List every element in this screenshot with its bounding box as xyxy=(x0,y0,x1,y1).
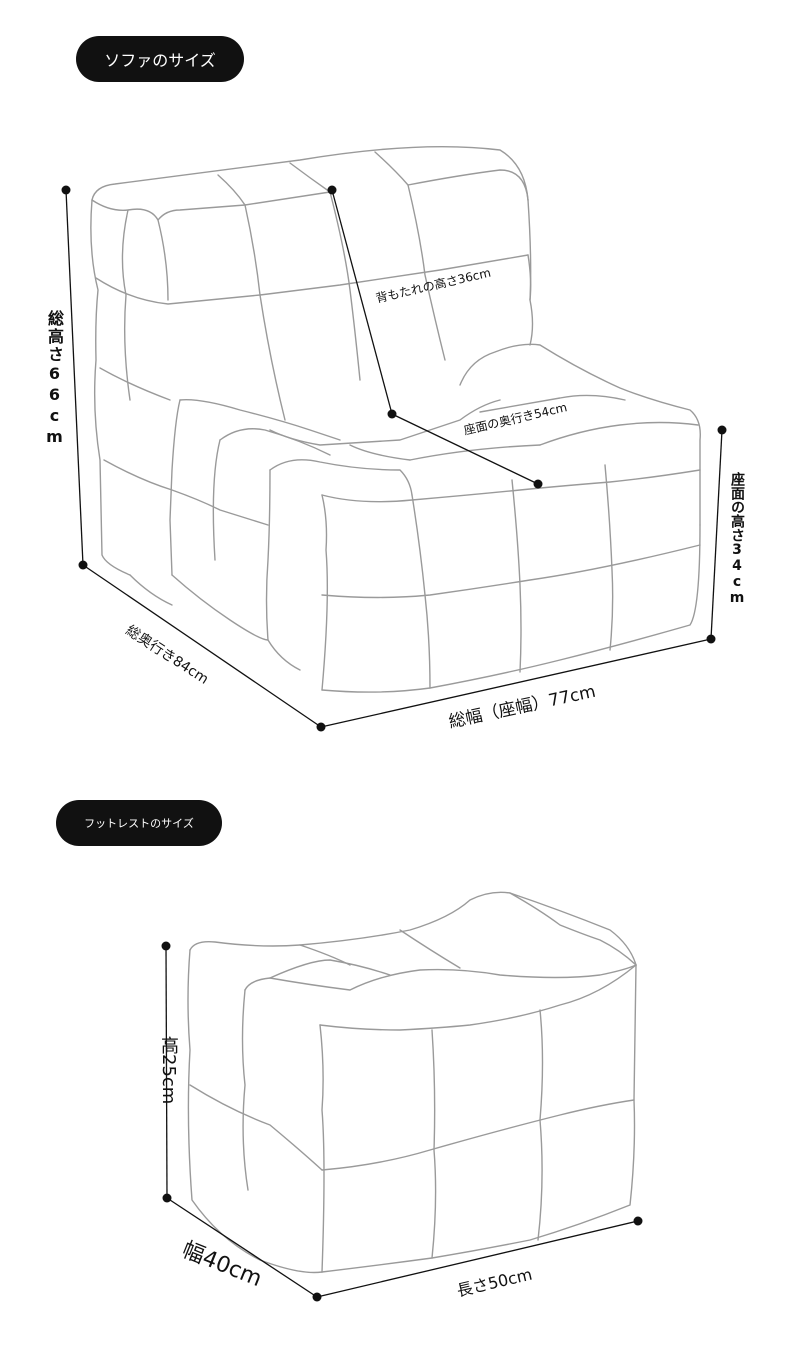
dimension-dot xyxy=(717,425,727,435)
seat-height-label: 座面の高さ34cm xyxy=(729,472,745,606)
total-depth-line xyxy=(82,564,322,728)
total-height-line xyxy=(65,189,84,566)
sofa-dimension-lines xyxy=(61,185,727,732)
footrest-illustration xyxy=(187,891,637,1274)
dimension-dot xyxy=(161,941,171,951)
total-height-label: 総高さ66cm xyxy=(45,310,64,448)
footrest-height-label: 高25cm xyxy=(158,1036,179,1105)
dimension-dot xyxy=(61,185,71,195)
total-width-line xyxy=(320,638,712,728)
seat-height-line xyxy=(710,429,723,640)
dimension-dot xyxy=(327,185,337,195)
sofa-size-title: ソファのサイズ xyxy=(104,51,216,70)
dimension-dot xyxy=(316,722,326,732)
dimension-dot xyxy=(633,1216,643,1226)
dimension-dot xyxy=(533,479,543,489)
backrest-height-line xyxy=(331,189,393,415)
sofa-size-heading: ソファのサイズ xyxy=(76,36,244,82)
footrest-height-line xyxy=(165,945,168,1199)
footrest-size-title: フットレストのサイズ xyxy=(84,817,194,830)
footrest-width-line xyxy=(166,1197,318,1298)
footrest-size-heading: フットレストのサイズ xyxy=(56,800,222,846)
footrest-dimension-lines xyxy=(161,941,643,1302)
seat-depth-line xyxy=(391,413,539,485)
sofa-illustration xyxy=(90,145,701,693)
footrest-length-line xyxy=(316,1220,639,1298)
